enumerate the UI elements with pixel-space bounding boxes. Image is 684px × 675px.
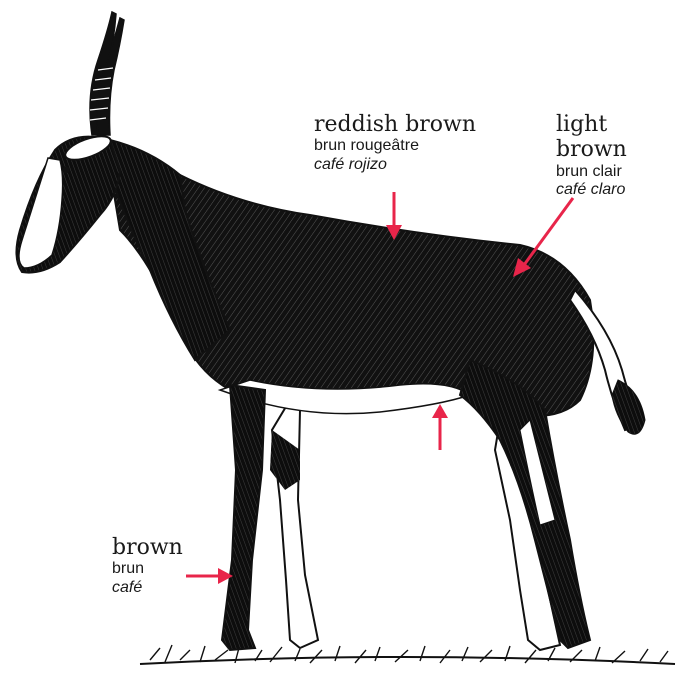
label-brown: brown brun café [112, 535, 183, 597]
label-reddish-brown-en: reddish brown [314, 112, 476, 137]
label-reddish-brown-es: café rojizo [314, 156, 476, 174]
tail-tuft [612, 380, 645, 434]
label-light-brown-en: light brown [556, 112, 684, 163]
label-reddish-brown: reddish brown brun rougeâtre café rojizo [314, 112, 476, 174]
arrow-brown [186, 568, 233, 584]
label-reddish-brown-fr: brun rougeâtre [314, 137, 476, 155]
arrow-belly [432, 404, 448, 450]
grass-ground [140, 644, 675, 664]
label-brown-fr: brun [112, 560, 183, 578]
front-leg [222, 385, 265, 650]
label-brown-es: café [112, 579, 183, 597]
label-brown-en: brown [112, 535, 183, 560]
eye [63, 167, 70, 174]
label-light-brown: light brown brun clair café claro [556, 112, 684, 199]
label-light-brown-fr: brun clair [556, 163, 684, 181]
horns [90, 12, 124, 135]
label-light-brown-es: café claro [556, 181, 684, 199]
